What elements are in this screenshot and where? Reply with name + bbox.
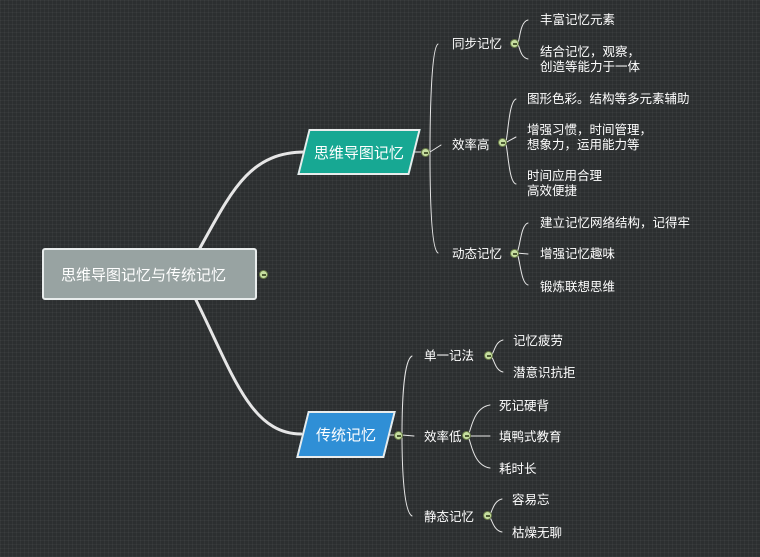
branch1-collapse-icon[interactable] (421, 148, 430, 157)
subtopic-static-memory[interactable]: 静态记忆 (424, 509, 475, 524)
subtopic-collapse-icon[interactable] (510, 39, 519, 48)
leaf-topic[interactable]: 记忆疲劳 (513, 333, 564, 348)
branch-node-traditional-memory[interactable]: 传统记忆 (296, 411, 396, 458)
subtopic-collapse-icon[interactable] (462, 431, 471, 440)
branch2-collapse-icon[interactable] (394, 431, 403, 440)
connector-branch1-spine (429, 43, 442, 254)
leaf-topic[interactable]: 丰富记忆元素 (540, 12, 616, 27)
leaf-topic[interactable]: 增强记忆趣味 (540, 246, 616, 261)
leaf-topic[interactable]: 图形色彩。结构等多元素辅助 (527, 91, 690, 106)
subtopic-sync-memory[interactable]: 同步记忆 (452, 36, 503, 51)
leaf-topic[interactable]: 枯燥无聊 (512, 525, 563, 540)
subtopic-collapse-icon[interactable] (483, 511, 492, 520)
subtopic-low-efficiency[interactable]: 效率低 (424, 429, 462, 444)
subtopic-high-efficiency[interactable]: 效率高 (452, 137, 490, 152)
leaf-topic[interactable]: 死记硬背 (499, 398, 550, 413)
subtopic-collapse-icon[interactable] (498, 138, 507, 147)
leaf-topic[interactable]: 结合记忆，观察， 创造等能力于一体 (540, 44, 641, 74)
connector-sub1-1 (516, 19, 529, 60)
leaf-topic[interactable]: 耗时长 (499, 461, 537, 476)
leaf-topic[interactable]: 填鸭式教育 (499, 429, 562, 444)
subtopic-single-method[interactable]: 单一记法 (424, 348, 475, 363)
leaf-topic[interactable]: 潜意识抗拒 (513, 365, 576, 380)
leaf-topic[interactable]: 锻炼联想思维 (540, 279, 616, 294)
leaf-topic[interactable]: 时间应用合理 高效便捷 (527, 168, 603, 198)
subtopic-collapse-icon[interactable] (510, 249, 519, 258)
leaf-topic[interactable]: 建立记忆网络结构，记得牢 (540, 215, 691, 230)
root-node[interactable]: 思维导图记忆与传统记忆 (42, 248, 257, 300)
branch-node-label: 传统记忆 (315, 426, 376, 444)
connector-root-branch1 (198, 150, 307, 250)
root-node-label: 思维导图记忆与传统记忆 (61, 265, 227, 284)
branch-node-mindmap-memory[interactable]: 思维导图记忆 (297, 129, 421, 175)
root-collapse-icon[interactable] (259, 270, 268, 279)
connector-root-branch2 (194, 298, 303, 436)
leaf-topic[interactable]: 容易忘 (512, 492, 550, 507)
connector-branch2-spine (401, 355, 415, 517)
subtopic-collapse-icon[interactable] (484, 351, 493, 360)
branch-node-label: 思维导图记忆 (313, 143, 404, 162)
leaf-topic[interactable]: 增强习惯，时间管理， 想象力，运用能力等 (527, 122, 653, 152)
subtopic-dynamic-memory[interactable]: 动态记忆 (452, 246, 503, 261)
